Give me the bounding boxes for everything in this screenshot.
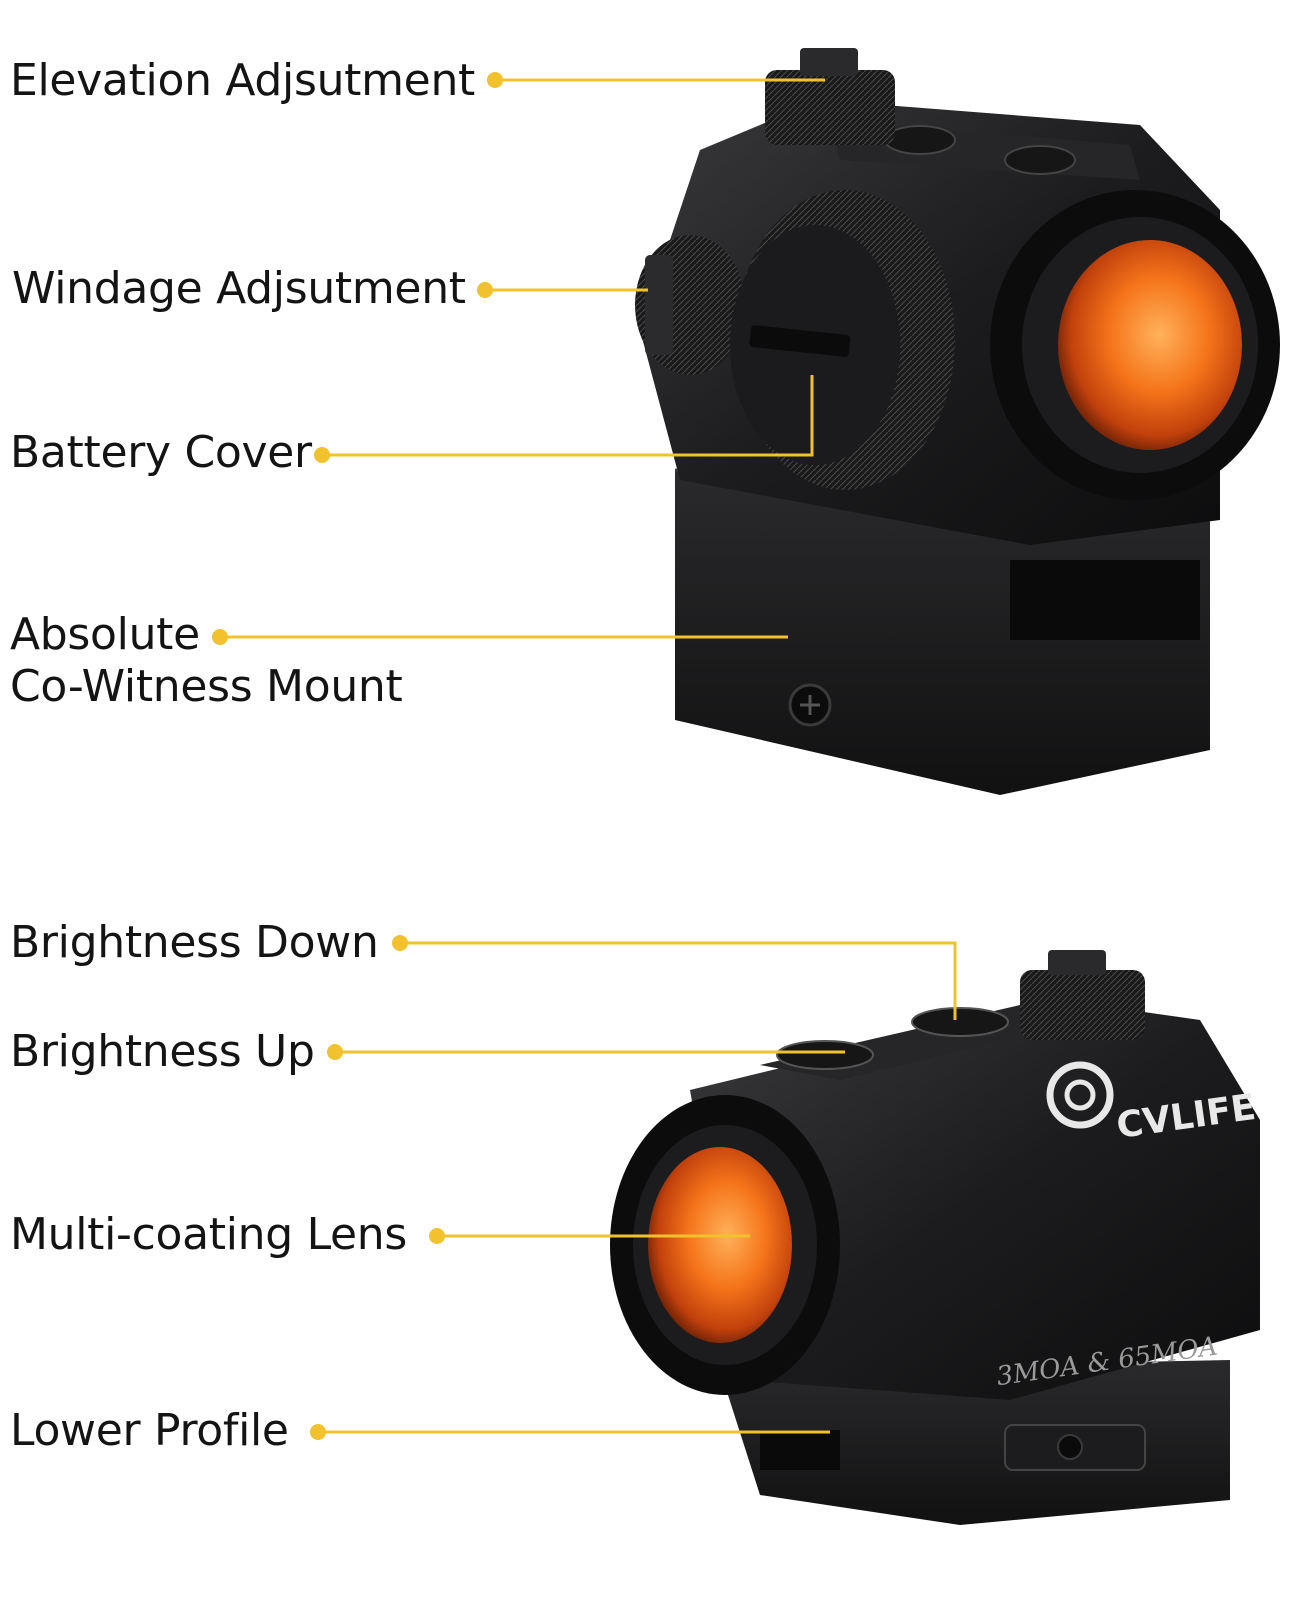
brightness-down-label: Brightness Down <box>10 917 379 968</box>
callout-lines <box>220 78 957 1434</box>
callout-dot <box>429 1228 445 1244</box>
callout-line-battery <box>322 375 814 457</box>
brightness-up-label: Brightness Up <box>10 1026 315 1077</box>
top-lens <box>1058 240 1242 450</box>
bottom-body <box>690 1000 1260 1400</box>
bottom-scope-image <box>610 950 1260 1525</box>
windage-adjustment-label: Windage Adjsutment <box>12 263 466 314</box>
elevation-adjustment-label: Elevation Adjsutment <box>10 55 475 106</box>
battery-cover-label: Battery Cover <box>10 427 312 478</box>
top-scope-image <box>635 48 1280 795</box>
lower-profile-label: Lower Profile <box>10 1405 289 1456</box>
bottom-mount <box>720 1360 1230 1525</box>
bottom-elevation-knob <box>1020 970 1145 1040</box>
elevation-knob <box>765 70 895 145</box>
co-witness-mount-label-line1: Absolute <box>10 609 200 660</box>
callout-dots <box>212 72 503 1440</box>
callout-dot <box>212 629 228 645</box>
callout-dot <box>327 1044 343 1060</box>
multi-coating-lens-label: Multi-coating Lens <box>10 1209 408 1260</box>
callout-dot <box>314 447 330 463</box>
callout-dot <box>487 72 503 88</box>
callout-line-brightness-down <box>400 941 957 1020</box>
callout-dot <box>392 935 408 951</box>
co-witness-mount-label-line2: Co-Witness Mount <box>10 661 403 712</box>
callout-dot <box>477 282 493 298</box>
bottom-lens <box>648 1147 792 1343</box>
callout-dot <box>310 1424 326 1440</box>
